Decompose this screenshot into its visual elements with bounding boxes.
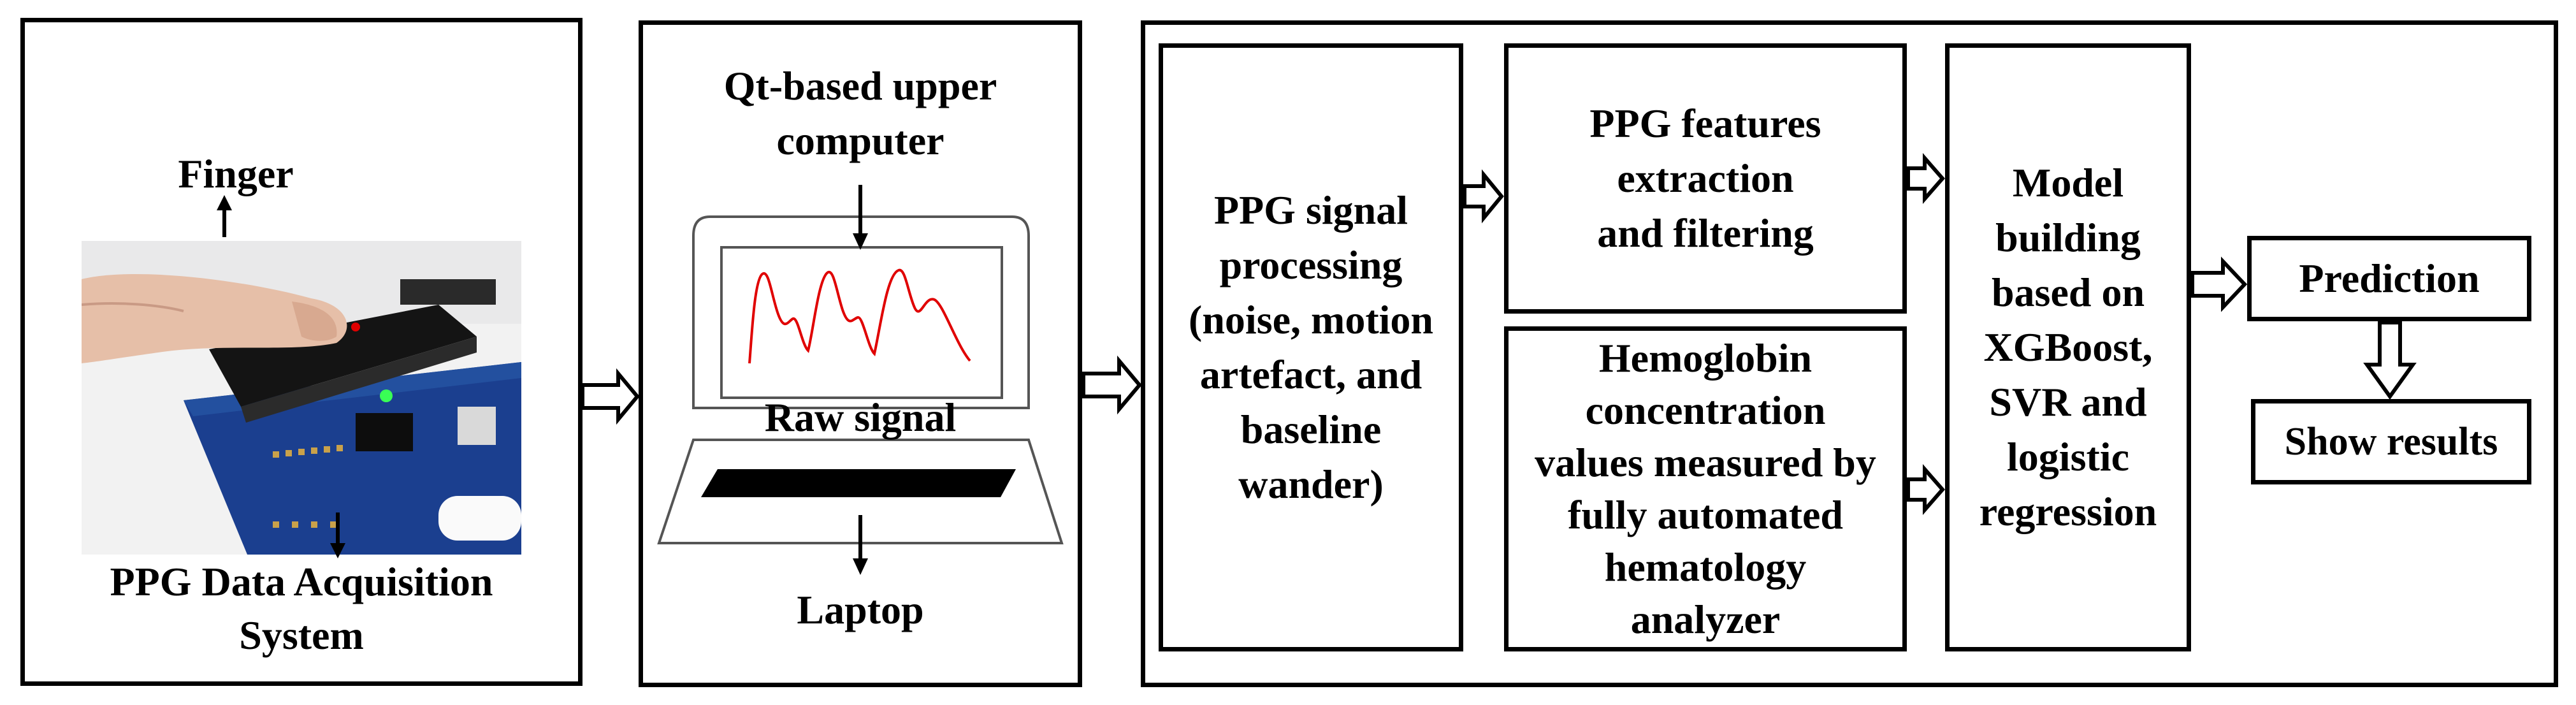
hollow-arrow-icon bbox=[1906, 153, 1945, 204]
laptop-keyboard bbox=[701, 469, 1016, 497]
hollow-arrow-icon bbox=[1463, 169, 1504, 224]
prediction-box: Prediction bbox=[2247, 236, 2531, 321]
model-line: Model bbox=[2012, 160, 2124, 205]
laptop-label: Laptop bbox=[797, 587, 924, 632]
hemoglobin-measurement-box: Hemoglobin concentration values measured… bbox=[1504, 326, 1907, 651]
arrow-icon bbox=[853, 185, 868, 250]
model-line: SVR and bbox=[1989, 379, 2147, 425]
upper-computer-title-line1: Qt-based upper bbox=[723, 63, 997, 108]
arrow-icon bbox=[853, 515, 868, 575]
arrow-icon bbox=[217, 195, 232, 237]
acquisition-title-line1: PPG Data Acquisition bbox=[110, 559, 493, 604]
hemoglobin-line: values measured by bbox=[1535, 440, 1876, 485]
hollow-arrow-icon bbox=[581, 368, 640, 425]
acquisition-title-line2: System bbox=[239, 613, 364, 658]
hemoglobin-line: Hemoglobin bbox=[1598, 335, 1813, 381]
model-line: based on bbox=[1991, 270, 2145, 315]
finger-label: Finger bbox=[178, 151, 294, 196]
model-line: logistic bbox=[2007, 434, 2129, 479]
ppg-device-photo bbox=[82, 241, 521, 555]
hollow-arrow-icon bbox=[1082, 355, 1142, 415]
hemoglobin-line: analyzer bbox=[1630, 597, 1781, 642]
processing-line: baseline bbox=[1240, 407, 1382, 452]
ppg-board-illustration bbox=[82, 241, 521, 555]
raw-signal-waveform bbox=[748, 268, 971, 364]
arrow-icon bbox=[330, 512, 345, 558]
processing-line: wander) bbox=[1238, 462, 1384, 507]
hemoglobin-line: concentration bbox=[1585, 388, 1826, 433]
features-line: and filtering bbox=[1597, 210, 1814, 256]
model-building-box: Model building based on XGBoost, SVR and… bbox=[1945, 43, 2191, 651]
upper-computer-title-line2: computer bbox=[776, 118, 944, 163]
processing-line: PPG signal bbox=[1213, 187, 1408, 233]
model-line: building bbox=[1995, 215, 2141, 260]
features-line: extraction bbox=[1617, 156, 1794, 201]
processing-line: artefact, and bbox=[1199, 352, 1422, 397]
processing-line: processing bbox=[1219, 242, 1403, 287]
hollow-arrow-icon bbox=[2363, 321, 2417, 400]
hemoglobin-line: fully automated bbox=[1568, 492, 1843, 537]
model-line: regression bbox=[1979, 489, 2157, 534]
model-line: XGBoost, bbox=[1983, 324, 2153, 370]
show-results-box: Show results bbox=[2251, 399, 2531, 484]
hemoglobin-line: hematology bbox=[1604, 544, 1807, 590]
processing-line: (noise, motion bbox=[1189, 297, 1433, 342]
raw-signal-label: Raw signal bbox=[764, 395, 957, 440]
hollow-arrow-icon bbox=[1906, 464, 1945, 515]
features-line: PPG features bbox=[1589, 101, 1821, 146]
signal-processing-box: PPG signal processing (noise, motion art… bbox=[1159, 43, 1463, 651]
hollow-arrow-icon bbox=[2190, 256, 2248, 312]
features-extraction-box: PPG features extraction and filtering bbox=[1504, 43, 1907, 314]
